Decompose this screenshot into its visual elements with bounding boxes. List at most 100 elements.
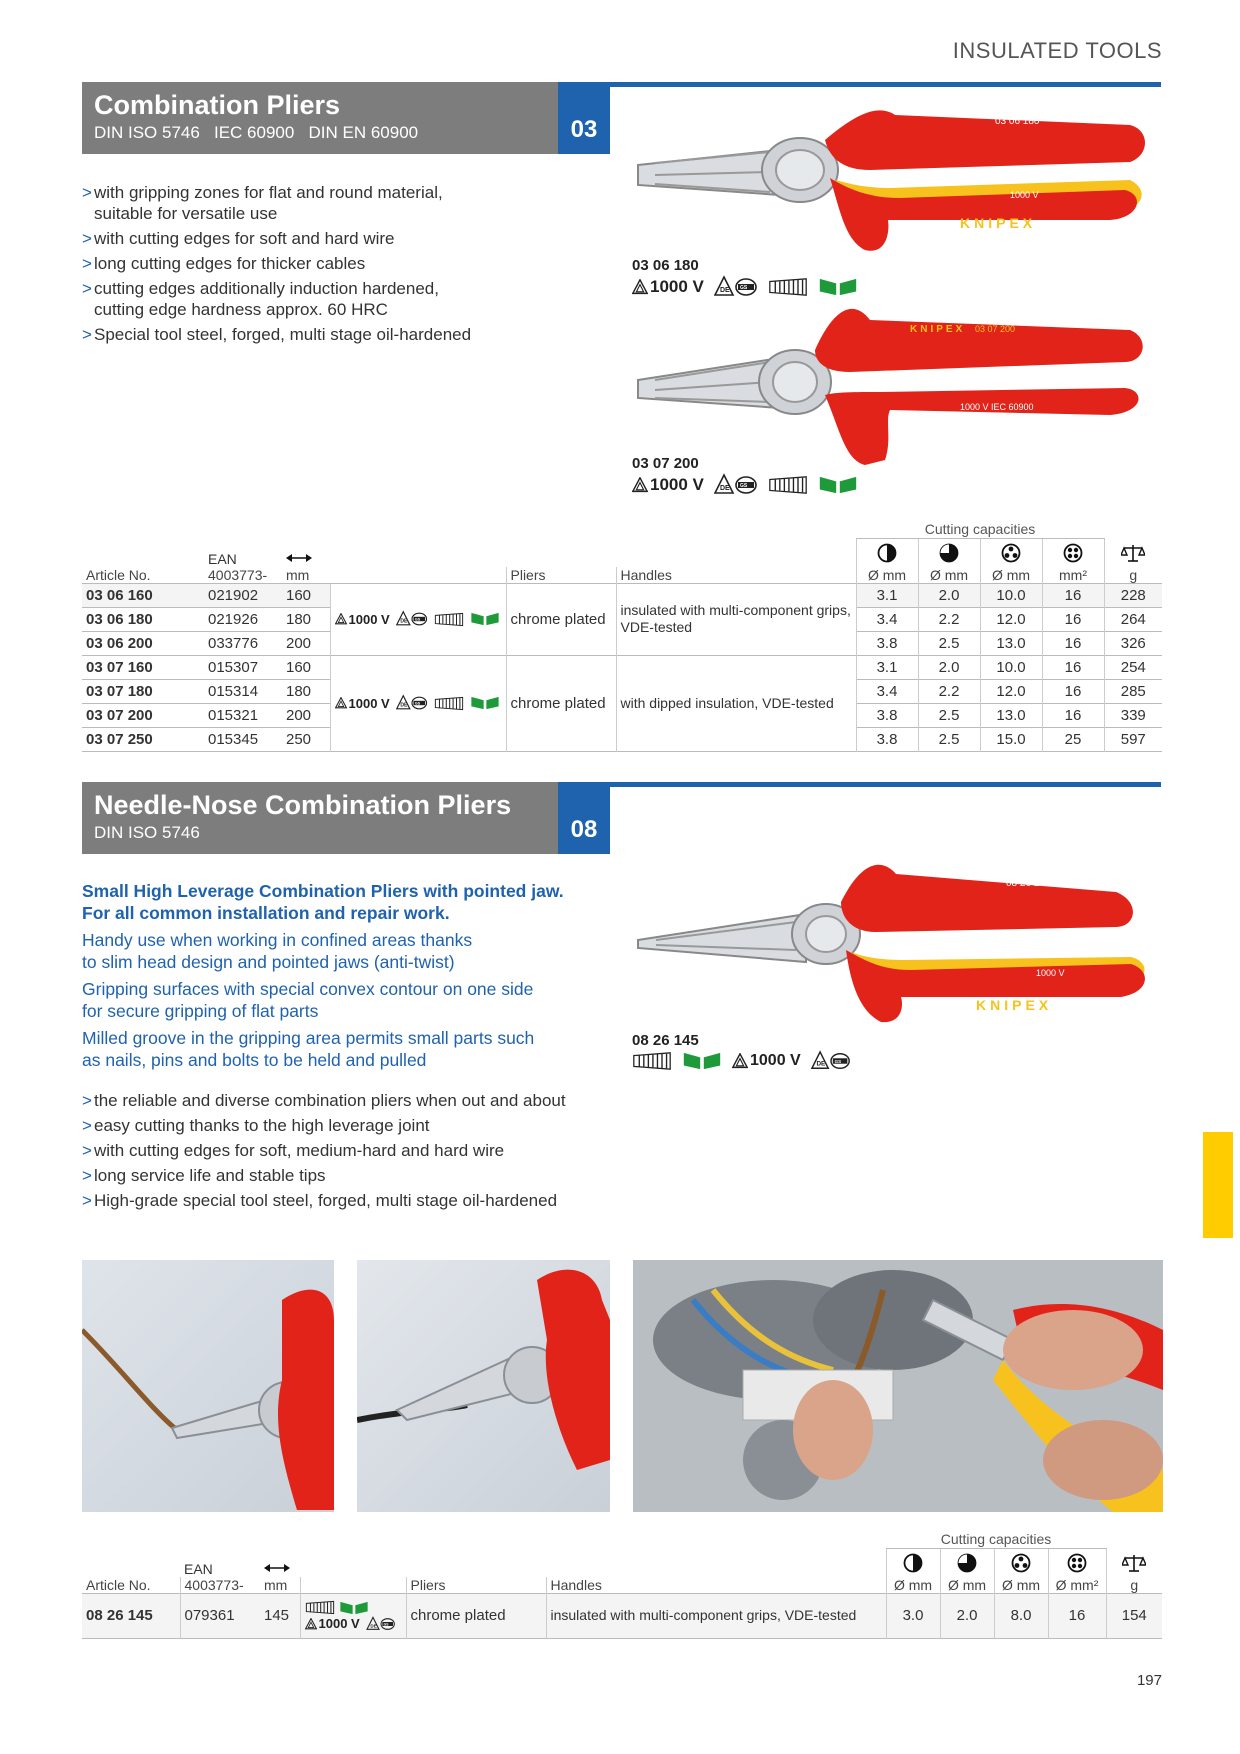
weight-scale-icon	[1121, 543, 1145, 563]
table-row: 03 07 160 015307 160 1000 V chrome plate…	[82, 654, 1162, 751]
product-label: 03 07 200	[632, 455, 699, 472]
serrated-jaw-icon	[305, 1600, 335, 1615]
multi-core-cable-icon	[1067, 1553, 1087, 1573]
handle-print: 1000 V	[1036, 968, 1065, 978]
weight-value: 285	[1103, 678, 1162, 703]
capacity-value: 13.0	[979, 702, 1042, 727]
section1-standards: DIN ISO 5746 IEC 60900 DIN EN 60900	[94, 123, 419, 142]
capacity-value: 2.2	[917, 606, 980, 631]
section2-rule	[555, 782, 1161, 787]
serrated-jaw-icon	[768, 277, 808, 297]
pliers-finish: chrome plated	[505, 654, 616, 751]
capacity-value: 8.0	[993, 1592, 1048, 1638]
weight-header: g	[1103, 566, 1162, 583]
length-value: 145	[260, 1592, 300, 1638]
pliers-header: Pliers	[505, 566, 616, 583]
section2-intro: Small High Leverage Combination Pliers w…	[82, 880, 582, 1076]
pliers-08-26-145-illustration: 08 26 145 1000 V KNIPEX	[637, 864, 1145, 1023]
vde-gs-icon	[714, 473, 758, 497]
capacity-value: 16	[1041, 630, 1104, 655]
group-spec-icons: 1000 V	[329, 654, 506, 751]
feature-item: cutting edges additionally induction har…	[82, 278, 552, 320]
pliers-03-06-180-illustration: 03 06 180 1000 V KNIPEX	[637, 110, 1145, 251]
cutting-edge-icon	[339, 1600, 369, 1616]
section1-number: 03	[558, 82, 610, 154]
vde-gs-icon	[396, 610, 428, 628]
table-row: 03 06 160 021902 160 1000 V chrome plate…	[82, 582, 1162, 655]
capacity-value: 3.1	[855, 582, 918, 607]
article-number: 03 06 200	[82, 630, 204, 655]
voltage-rating: 1000 V	[632, 475, 704, 495]
feature-item: long service life and stable tips	[82, 1165, 602, 1186]
cutting-edge-icon	[818, 474, 858, 496]
brand-logo: KNIPEX	[910, 324, 965, 335]
ean-code: 015345	[204, 726, 282, 751]
capacity-value: 3.0	[885, 1592, 940, 1638]
table-row: 08 26 145 079361 145 1000 V chrome plate…	[82, 1592, 1162, 1638]
ean-code: 015314	[204, 678, 282, 703]
capacity-header: Ø mm	[885, 1576, 940, 1593]
group-spec-icons: 1000 V	[329, 582, 506, 655]
header-rule	[555, 82, 1161, 87]
section2-spec-table: Cutting capacities EAN Article No. 40037…	[82, 1530, 1162, 1639]
capacity-value: 15.0	[979, 726, 1042, 751]
voltage-rating: 1000 V	[632, 277, 704, 297]
ean-prefix-header: 4003773-	[179, 1576, 260, 1593]
table-row: 03 07 180 015314 180 3.4 2.2 12.0 16 285	[82, 678, 1162, 703]
section1-spec-table: Cutting capacities EAN Article No. 40037…	[82, 520, 1162, 752]
handle-print: 03 06 180	[995, 116, 1040, 127]
length-value: 180	[282, 678, 330, 703]
soft-wire-icon	[903, 1553, 923, 1573]
pliers-finish: chrome plated	[405, 1592, 546, 1638]
warning-triangle-icon	[632, 279, 648, 295]
table-row: 03 06 180 021926 180 3.4 2.2 12.0 16 264	[82, 606, 1162, 631]
length-header: mm	[264, 1576, 288, 1593]
section1-features: with gripping zones for flat and round m…	[82, 182, 552, 349]
page-number: 197	[1136, 1672, 1162, 1689]
chapter-tab	[1203, 1132, 1233, 1238]
capacity-value: 2.5	[917, 702, 980, 727]
section2-title-bar: Needle-Nose Combination Pliers DIN ISO 5…	[82, 782, 558, 854]
capacity-value: 16	[1041, 606, 1104, 631]
brand-logo: KNIPEX	[976, 997, 1052, 1013]
cutting-edge-icon	[470, 611, 500, 627]
weight-value: 597	[1103, 726, 1162, 751]
intro-headline: Small High Leverage Combination Pliers w…	[82, 881, 564, 923]
capacity-value: 12.0	[979, 678, 1042, 703]
brand-logo: KNIPEX	[960, 215, 1036, 231]
length-value: 160	[282, 582, 330, 607]
feature-item: Special tool steel, forged, multi stage …	[82, 324, 552, 345]
vde-gs-icon	[714, 275, 758, 299]
intro-point: Gripping surfaces with special convex co…	[82, 979, 534, 1021]
cable-icon	[1011, 1553, 1031, 1573]
cutting-edge-icon	[682, 1050, 722, 1072]
length-header: mm	[286, 566, 310, 583]
weight-value: 228	[1103, 582, 1162, 607]
capacity-header: Ø mm²	[1047, 1576, 1106, 1593]
section2-title: Needle-Nose Combination Pliers	[94, 790, 512, 820]
capacity-value: 10.0	[979, 582, 1042, 607]
table-row: 03 07 200 015321 200 3.8 2.5 13.0 16 339	[82, 702, 1162, 727]
ean-code: 021902	[204, 582, 282, 607]
article-number: 03 07 160	[82, 654, 204, 679]
capacity-value: 2.2	[917, 678, 980, 703]
group-spec-icons: 1000 V	[299, 1592, 406, 1638]
capacity-value: 2.5	[917, 726, 980, 751]
feature-item: with cutting edges for soft, medium-hard…	[82, 1140, 602, 1161]
article-header: Article No.	[86, 1576, 151, 1593]
hard-wire-icon	[939, 543, 959, 563]
capacity-value: 3.8	[855, 630, 918, 655]
feature-item: with cutting edges for soft and hard wir…	[82, 228, 552, 249]
handles-header: Handles	[545, 1576, 886, 1593]
length-value: 200	[282, 702, 330, 727]
weight-scale-icon	[1122, 1553, 1146, 1573]
capacity-value: 10.0	[979, 654, 1042, 679]
ean-code: 079361	[179, 1592, 260, 1638]
section1-title: Combination Pliers	[94, 90, 341, 120]
product-spec-icons: 1000 V	[632, 473, 858, 497]
serrated-jaw-icon	[434, 612, 464, 627]
section2-standards: DIN ISO 5746	[94, 823, 200, 842]
section1-title-bar: Combination Pliers DIN ISO 5746 IEC 6090…	[82, 82, 558, 154]
vde-gs-icon	[396, 694, 428, 712]
photo-wire-cutting	[357, 1260, 610, 1512]
